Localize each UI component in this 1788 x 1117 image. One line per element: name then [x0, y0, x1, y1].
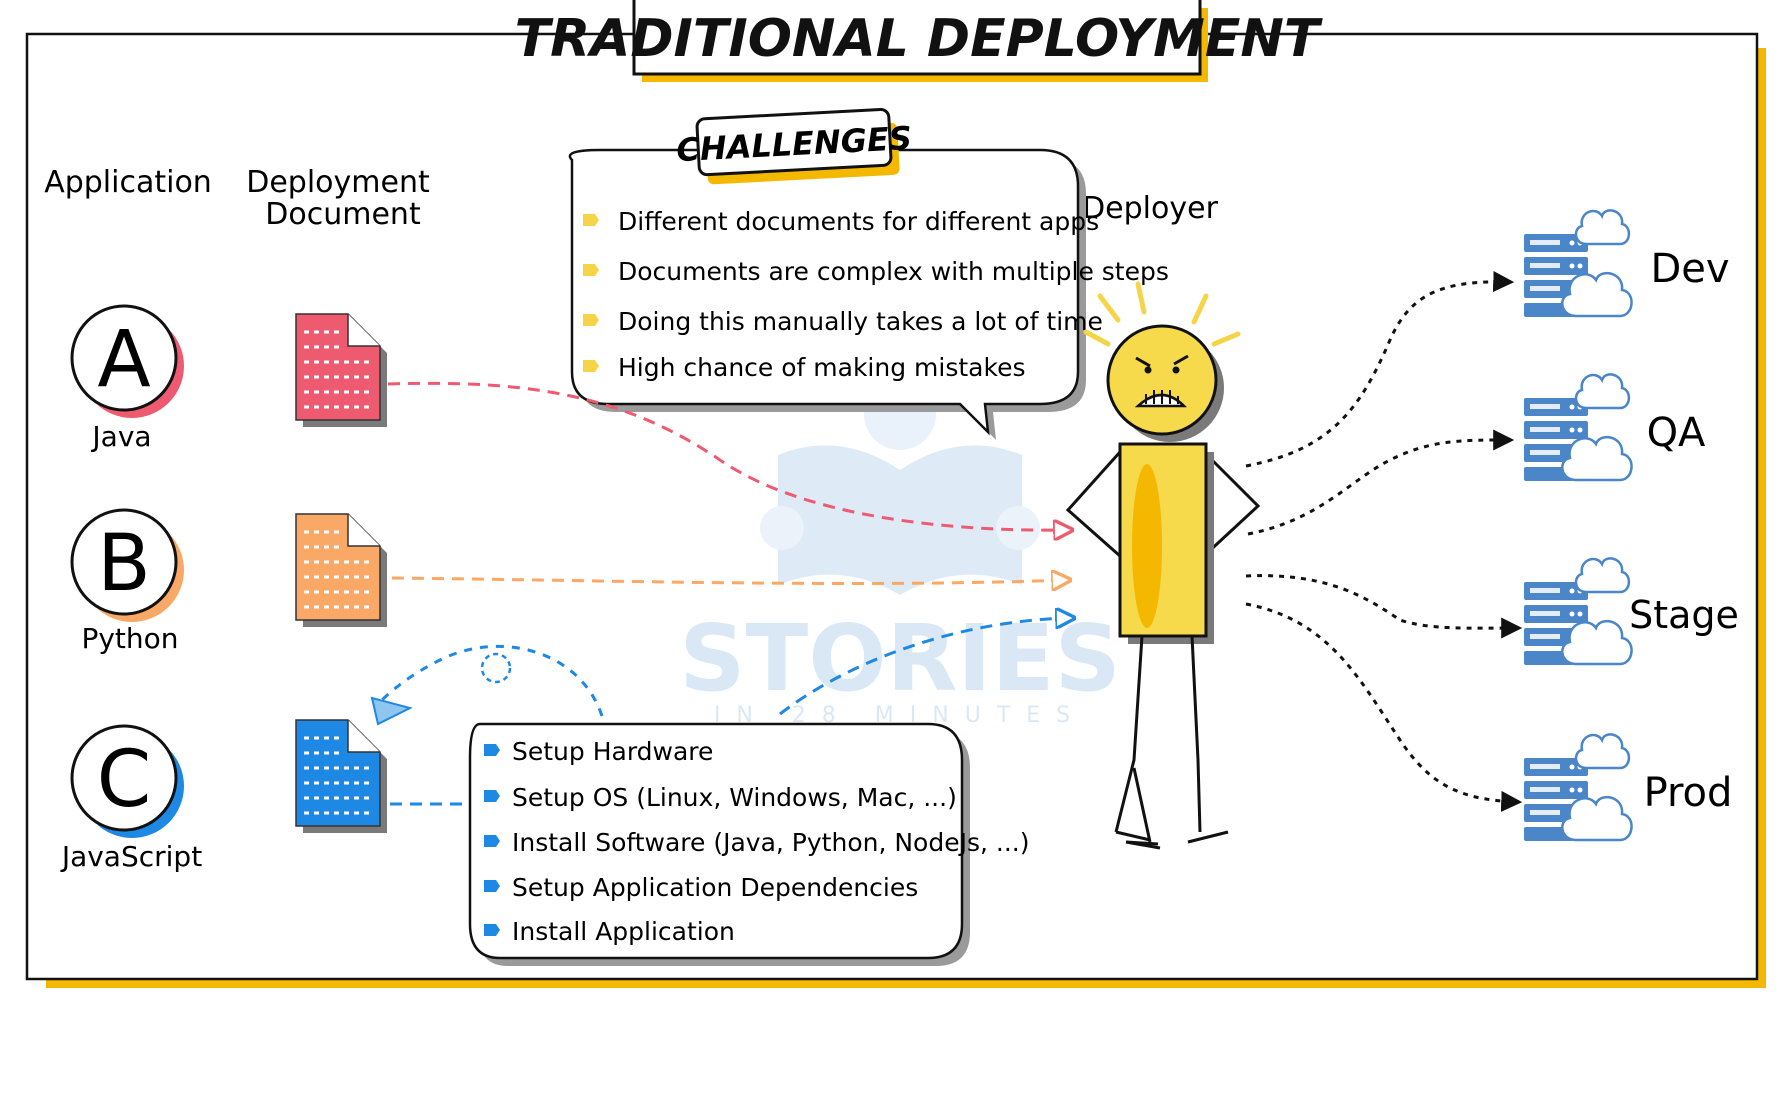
document-icon-java	[295, 313, 387, 427]
env-label: Prod	[1644, 770, 1733, 816]
svg-text:Install Software (Java, Python: Install Software (Java, Python, NodeJs, …	[512, 828, 1030, 857]
app-letter: C	[97, 735, 151, 825]
svg-text:Install Application: Install Application	[512, 917, 735, 946]
header-deployer: Deployer	[1082, 191, 1219, 226]
env-qa: QA	[1522, 373, 1706, 483]
svg-text:Doing this manually takes a lo: Doing this manually takes a lot of time	[618, 307, 1103, 336]
deploy-arrow-qa	[1247, 429, 1515, 536]
bullet-icon	[484, 835, 500, 847]
env-label: QA	[1647, 410, 1706, 456]
svg-text:Setup Hardware: Setup Hardware	[512, 737, 713, 766]
app-letter: B	[97, 519, 151, 609]
bullet-icon	[583, 214, 599, 226]
svg-text:Documents are complex with mul: Documents are complex with multiple step…	[618, 257, 1169, 286]
step-item: Install Application	[484, 917, 735, 946]
step-item: Setup Hardware	[484, 737, 713, 766]
deploy-arrow-prod	[1245, 602, 1523, 812]
deploy-arrow-dev	[1245, 271, 1515, 468]
challenge-item: High chance of making mistakes	[583, 353, 1025, 382]
flow-arrow-java	[387, 381, 1070, 530]
steps-loop-arrow	[370, 645, 604, 726]
step-item: Setup Application Dependencies	[484, 873, 918, 902]
svg-text:Setup Application Dependencies: Setup Application Dependencies	[512, 873, 918, 902]
challenges-bubble: CHALLENGES Different documents for diffe…	[568, 107, 1169, 440]
watermark-text: STORIES	[679, 605, 1120, 712]
app-a: A Java	[70, 304, 184, 453]
env-prod: Prod	[1522, 733, 1733, 843]
circle-icon	[70, 724, 178, 832]
app-name: Python	[81, 622, 178, 655]
env-label: Dev	[1650, 246, 1729, 292]
challenge-item: Documents are complex with multiple step…	[583, 257, 1169, 286]
app-letter: A	[97, 315, 150, 405]
document-icon-javascript	[295, 719, 387, 833]
header-application: Application	[44, 165, 212, 200]
bullet-icon	[583, 314, 599, 326]
document-icon-python	[295, 513, 387, 627]
steps-box: Setup Hardware Setup OS (Linux, Windows,…	[468, 722, 1030, 966]
watermark: STORIES IN 28 MINUTES	[679, 378, 1121, 728]
bullet-icon	[484, 744, 500, 756]
app-name: JavaScript	[60, 840, 202, 873]
page-title: TRADITIONAL DEPLOYMENT	[515, 9, 1323, 69]
flow-arrow-python	[391, 578, 1068, 583]
challenges-tag: CHALLENGES	[675, 107, 913, 185]
header-deployment-document-1: Deployment	[246, 165, 430, 200]
step-item: Install Software (Java, Python, NodeJs, …	[484, 828, 1030, 857]
header-deployment-document-2: Document	[265, 197, 421, 232]
app-c: C JavaScript	[60, 724, 202, 873]
circle-icon	[70, 304, 178, 412]
title-banner: TRADITIONAL DEPLOYMENT	[515, 0, 1323, 82]
challenge-item: Doing this manually takes a lot of time	[583, 307, 1103, 336]
bullet-icon	[484, 790, 500, 802]
bullet-icon	[484, 924, 500, 936]
app-name: Java	[90, 420, 151, 453]
angry-deployer-figure	[1065, 281, 1261, 850]
env-label: Stage	[1629, 593, 1739, 637]
bullet-icon	[484, 880, 500, 892]
bullet-icon	[583, 264, 599, 276]
challenge-item: Different documents for different apps	[583, 207, 1099, 236]
step-item: Setup OS (Linux, Windows, Mac, ...)	[484, 783, 957, 812]
svg-text:Different documents for differ: Different documents for different apps	[618, 207, 1099, 236]
bullet-icon	[583, 360, 599, 372]
svg-text:Setup OS (Linux, Windows, Mac,: Setup OS (Linux, Windows, Mac, ...)	[512, 783, 957, 812]
env-stage: Stage	[1522, 557, 1739, 667]
env-dev: Dev	[1522, 209, 1730, 319]
circle-icon	[70, 508, 178, 616]
svg-text:High chance of making mistakes: High chance of making mistakes	[618, 353, 1025, 382]
flow-arrow-javascript	[779, 618, 1072, 716]
app-b: B Python	[70, 508, 184, 655]
